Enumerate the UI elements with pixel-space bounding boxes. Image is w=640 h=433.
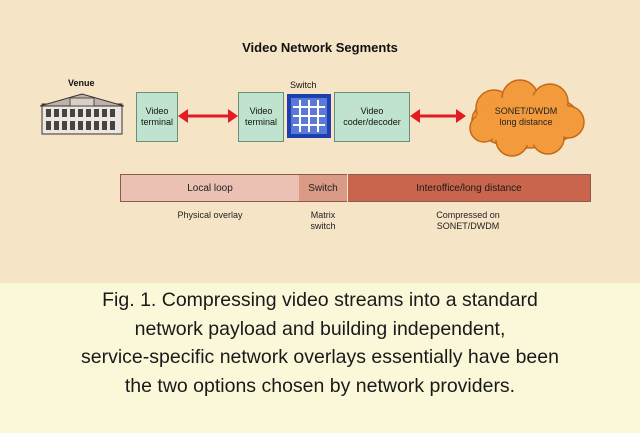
diagram-area: Video Network Segments Venue Video termi…	[0, 0, 640, 283]
video-terminal-right-box: Video terminal	[238, 92, 284, 142]
caption-line-2: network payload and building independent…	[134, 317, 506, 340]
cloud-label-line-1: SONET/DWDM	[494, 106, 558, 116]
note-switch-line-2: switch	[310, 221, 336, 231]
venue-label: Venue	[68, 78, 95, 88]
venue-building-icon	[40, 93, 124, 135]
cloud-label: SONET/DWDM long distance	[474, 106, 578, 128]
note-local-loop-line-1: Physical overlay	[177, 210, 243, 220]
double-arrow-icon	[410, 109, 466, 123]
video-codec-label: Video coder/decoder	[343, 106, 401, 127]
switch-label: Switch	[290, 80, 317, 90]
segment-switch-label: Switch	[308, 182, 338, 194]
segment-interoffice-label: Interoffice/long distance	[416, 182, 522, 194]
caption-line-4: the two options chosen by network provid…	[124, 374, 516, 397]
note-interoffice-line-2: SONET/DWDM	[436, 221, 500, 231]
segment-local-loop: Local loop	[120, 174, 299, 202]
video-codec-box: Video coder/decoder	[334, 92, 410, 142]
video-terminal-right-label: Video terminal	[244, 106, 277, 127]
note-local-loop: Physical overlay	[160, 210, 260, 221]
caption-line-3: service-specific network overlays essent…	[81, 346, 559, 368]
sonet-cloud-icon	[469, 79, 585, 157]
caption-line-1: Fig. 1. Compressing video streams into a…	[102, 289, 538, 311]
switch-matrix-icon	[287, 94, 331, 138]
video-terminal-left-box: Video terminal	[136, 92, 178, 142]
note-switch-line-1: Matrix	[310, 210, 336, 220]
segment-interoffice: Interoffice/long distance	[348, 174, 591, 202]
cloud-label-line-2: long distance	[499, 117, 553, 127]
video-terminal-left-label: Video terminal	[140, 106, 173, 127]
note-interoffice-line-1: Compressed on	[436, 210, 500, 220]
segment-local-loop-label: Local loop	[187, 182, 233, 194]
figure-caption: Fig. 1. Compressing video streams into a…	[0, 286, 640, 400]
segment-switch: Switch	[299, 174, 347, 202]
note-switch: Matrix switch	[298, 210, 348, 232]
diagram-title: Video Network Segments	[242, 40, 398, 55]
double-arrow-icon	[178, 109, 238, 123]
note-interoffice: Compressed on SONET/DWDM	[418, 210, 518, 232]
